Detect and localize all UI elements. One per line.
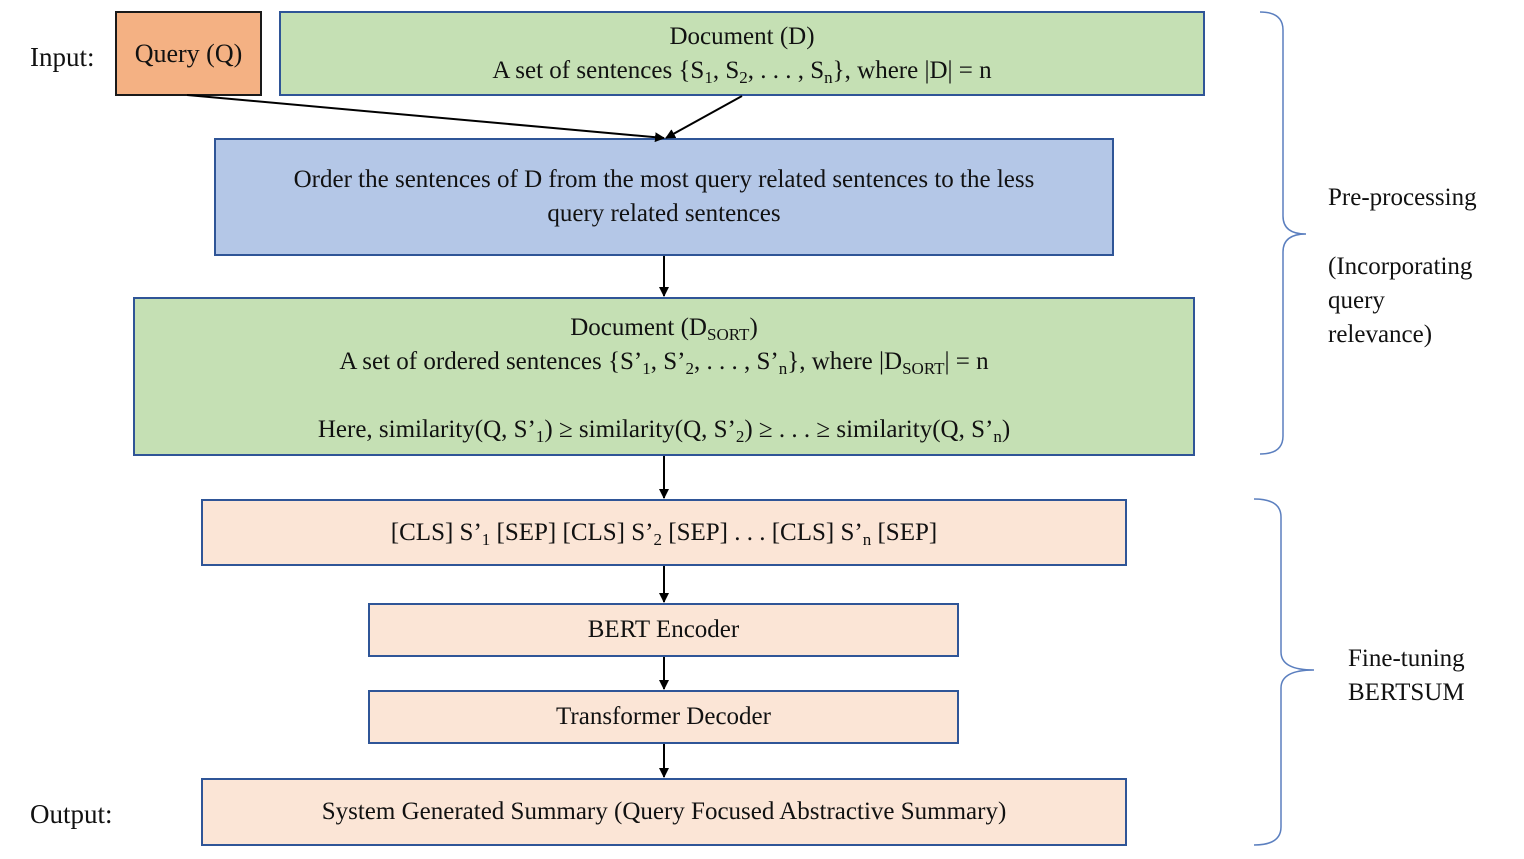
document-box: Document (D) A set of sentences {S1, S2,… xyxy=(279,11,1205,96)
incorporating-query-relevance-label: (Incorporating query relevance) xyxy=(1328,253,1473,348)
finetuning-bertsum-label: Fine-tuning BERTSUM xyxy=(1348,645,1465,706)
bert-encoder-text: BERT Encoder xyxy=(587,616,740,643)
sorted-document-title: Document (DSORT) xyxy=(570,314,758,344)
input-label: Input: xyxy=(30,42,95,72)
document-box-description: A set of sentences {S1, S2, . . . , Sn},… xyxy=(492,56,992,87)
input-sequence-text: [CLS] S’1 [SEP] [CLS] S’2 [SEP] . . . [C… xyxy=(390,518,938,549)
transformer-decoder-box: Transformer Decoder xyxy=(368,690,959,744)
sorted-document-box: Document (DSORT) A set of ordered senten… xyxy=(133,297,1195,456)
arrow-query-to-order xyxy=(186,94,665,143)
bert-encoder-box: BERT Encoder xyxy=(368,603,959,657)
arrow-document-to-order xyxy=(665,95,743,139)
preprocessing-brace xyxy=(1259,11,1307,455)
output-label: Output: xyxy=(30,799,113,829)
transformer-decoder-text: Transformer Decoder xyxy=(556,703,771,730)
sorted-document-description: A set of ordered sentences {S’1, S’2, . … xyxy=(339,348,989,378)
query-box: Query (Q) xyxy=(115,11,262,96)
input-sequence-box: [CLS] S’1 [SEP] [CLS] S’2 [SEP] . . . [C… xyxy=(201,499,1127,566)
order-sentences-line-2: query related sentences xyxy=(547,200,781,227)
summary-box: System Generated Summary (Query Focused … xyxy=(201,778,1127,846)
order-sentences-line-1: Order the sentences of D from the most q… xyxy=(293,166,1035,193)
similarity-ordering: Here, similarity(Q, S’1) ≥ similarity(Q,… xyxy=(317,416,1011,446)
finetuning-brace xyxy=(1253,498,1315,846)
preprocessing-label: Pre-processing xyxy=(1328,184,1477,211)
summary-text: System Generated Summary (Query Focused … xyxy=(321,798,1007,825)
query-box-text: Query (Q) xyxy=(134,38,243,68)
document-box-title: Document (D) xyxy=(669,22,815,50)
order-sentences-box: Order the sentences of D from the most q… xyxy=(214,138,1114,256)
